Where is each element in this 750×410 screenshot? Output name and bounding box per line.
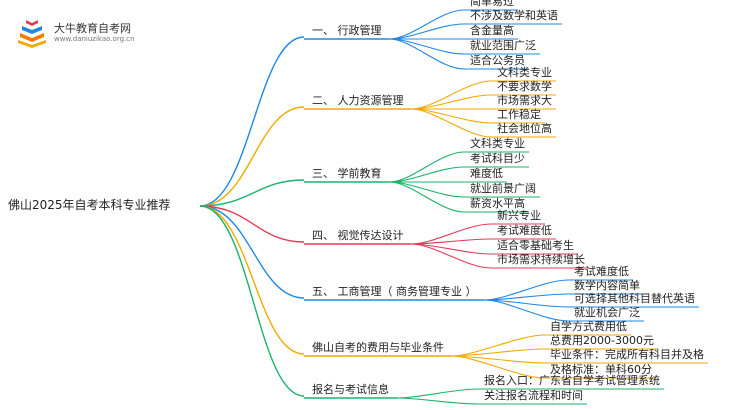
leaf-topic: 就业前景广阔 (470, 182, 536, 195)
leaf-topic: 工作稳定 (497, 108, 541, 121)
leaf-topic: 市场需求持续增长 (497, 253, 585, 266)
leaf-topic: 考试难度低 (497, 224, 552, 237)
branch-topic: 三、 学前教育 (312, 167, 382, 180)
branch-topic: 四、 视觉传达设计 (312, 229, 404, 242)
leaf-topic: 难度低 (470, 167, 503, 180)
site-url: www.daniuzikao.org.cn (54, 35, 135, 43)
leaf-topic: 文科类专业 (497, 66, 552, 79)
leaf-topic: 就业范围广泛 (470, 39, 536, 52)
branch-topic: 一、 行政管理 (312, 24, 382, 37)
branch-topic: 佛山自考的费用与毕业条件 (312, 341, 444, 354)
leaf-topic: 适合公务员 (470, 54, 525, 67)
leaf-topic: 报名入口：广东省自学考试管理系统 (484, 374, 660, 387)
leaf-topic: 考试科目少 (470, 152, 525, 165)
root-topic: 佛山2025年自考本科专业推荐 (8, 198, 171, 212)
branch-topic: 二、 人力资源管理 (312, 94, 404, 107)
leaf-topic: 就业机会广泛 (574, 306, 640, 319)
leaf-topic: 及格标准：单科60分 (550, 363, 652, 376)
branch-topic: 五、 工商管理（ 商务管理专业 ） (312, 285, 477, 298)
leaf-topic: 不涉及数学和英语 (470, 9, 558, 22)
leaf-topic: 可选择其他科目替代英语 (574, 292, 695, 305)
leaf-topic: 自学方式费用低 (550, 320, 627, 333)
leaf-topic: 总费用2000-3000元 (550, 334, 654, 347)
leaf-topic: 新兴专业 (497, 209, 541, 222)
leaf-topic: 数学内容简单 (574, 279, 640, 292)
leaf-topic: 市场需求大 (497, 94, 552, 107)
leaf-topic: 关注报名流程和时间 (484, 389, 583, 402)
book-stack-icon (14, 18, 50, 48)
leaf-topic: 毕业条件：完成所有科目并及格 (550, 348, 704, 361)
branch-topic: 报名与考试信息 (312, 383, 389, 396)
leaf-topic: 含金量高 (470, 24, 514, 37)
leaf-topic: 不要求数学 (497, 80, 552, 93)
leaf-topic: 简单易过 (470, 0, 514, 8)
leaf-topic: 考试难度低 (574, 265, 629, 278)
leaf-topic: 适合零基础考生 (497, 239, 574, 252)
leaf-topic: 社会地位高 (497, 122, 552, 135)
leaf-topic: 文科类专业 (470, 137, 525, 150)
site-name: 大牛教育自考网 (54, 22, 131, 35)
leaf-topic: 薪资水平高 (470, 197, 525, 210)
